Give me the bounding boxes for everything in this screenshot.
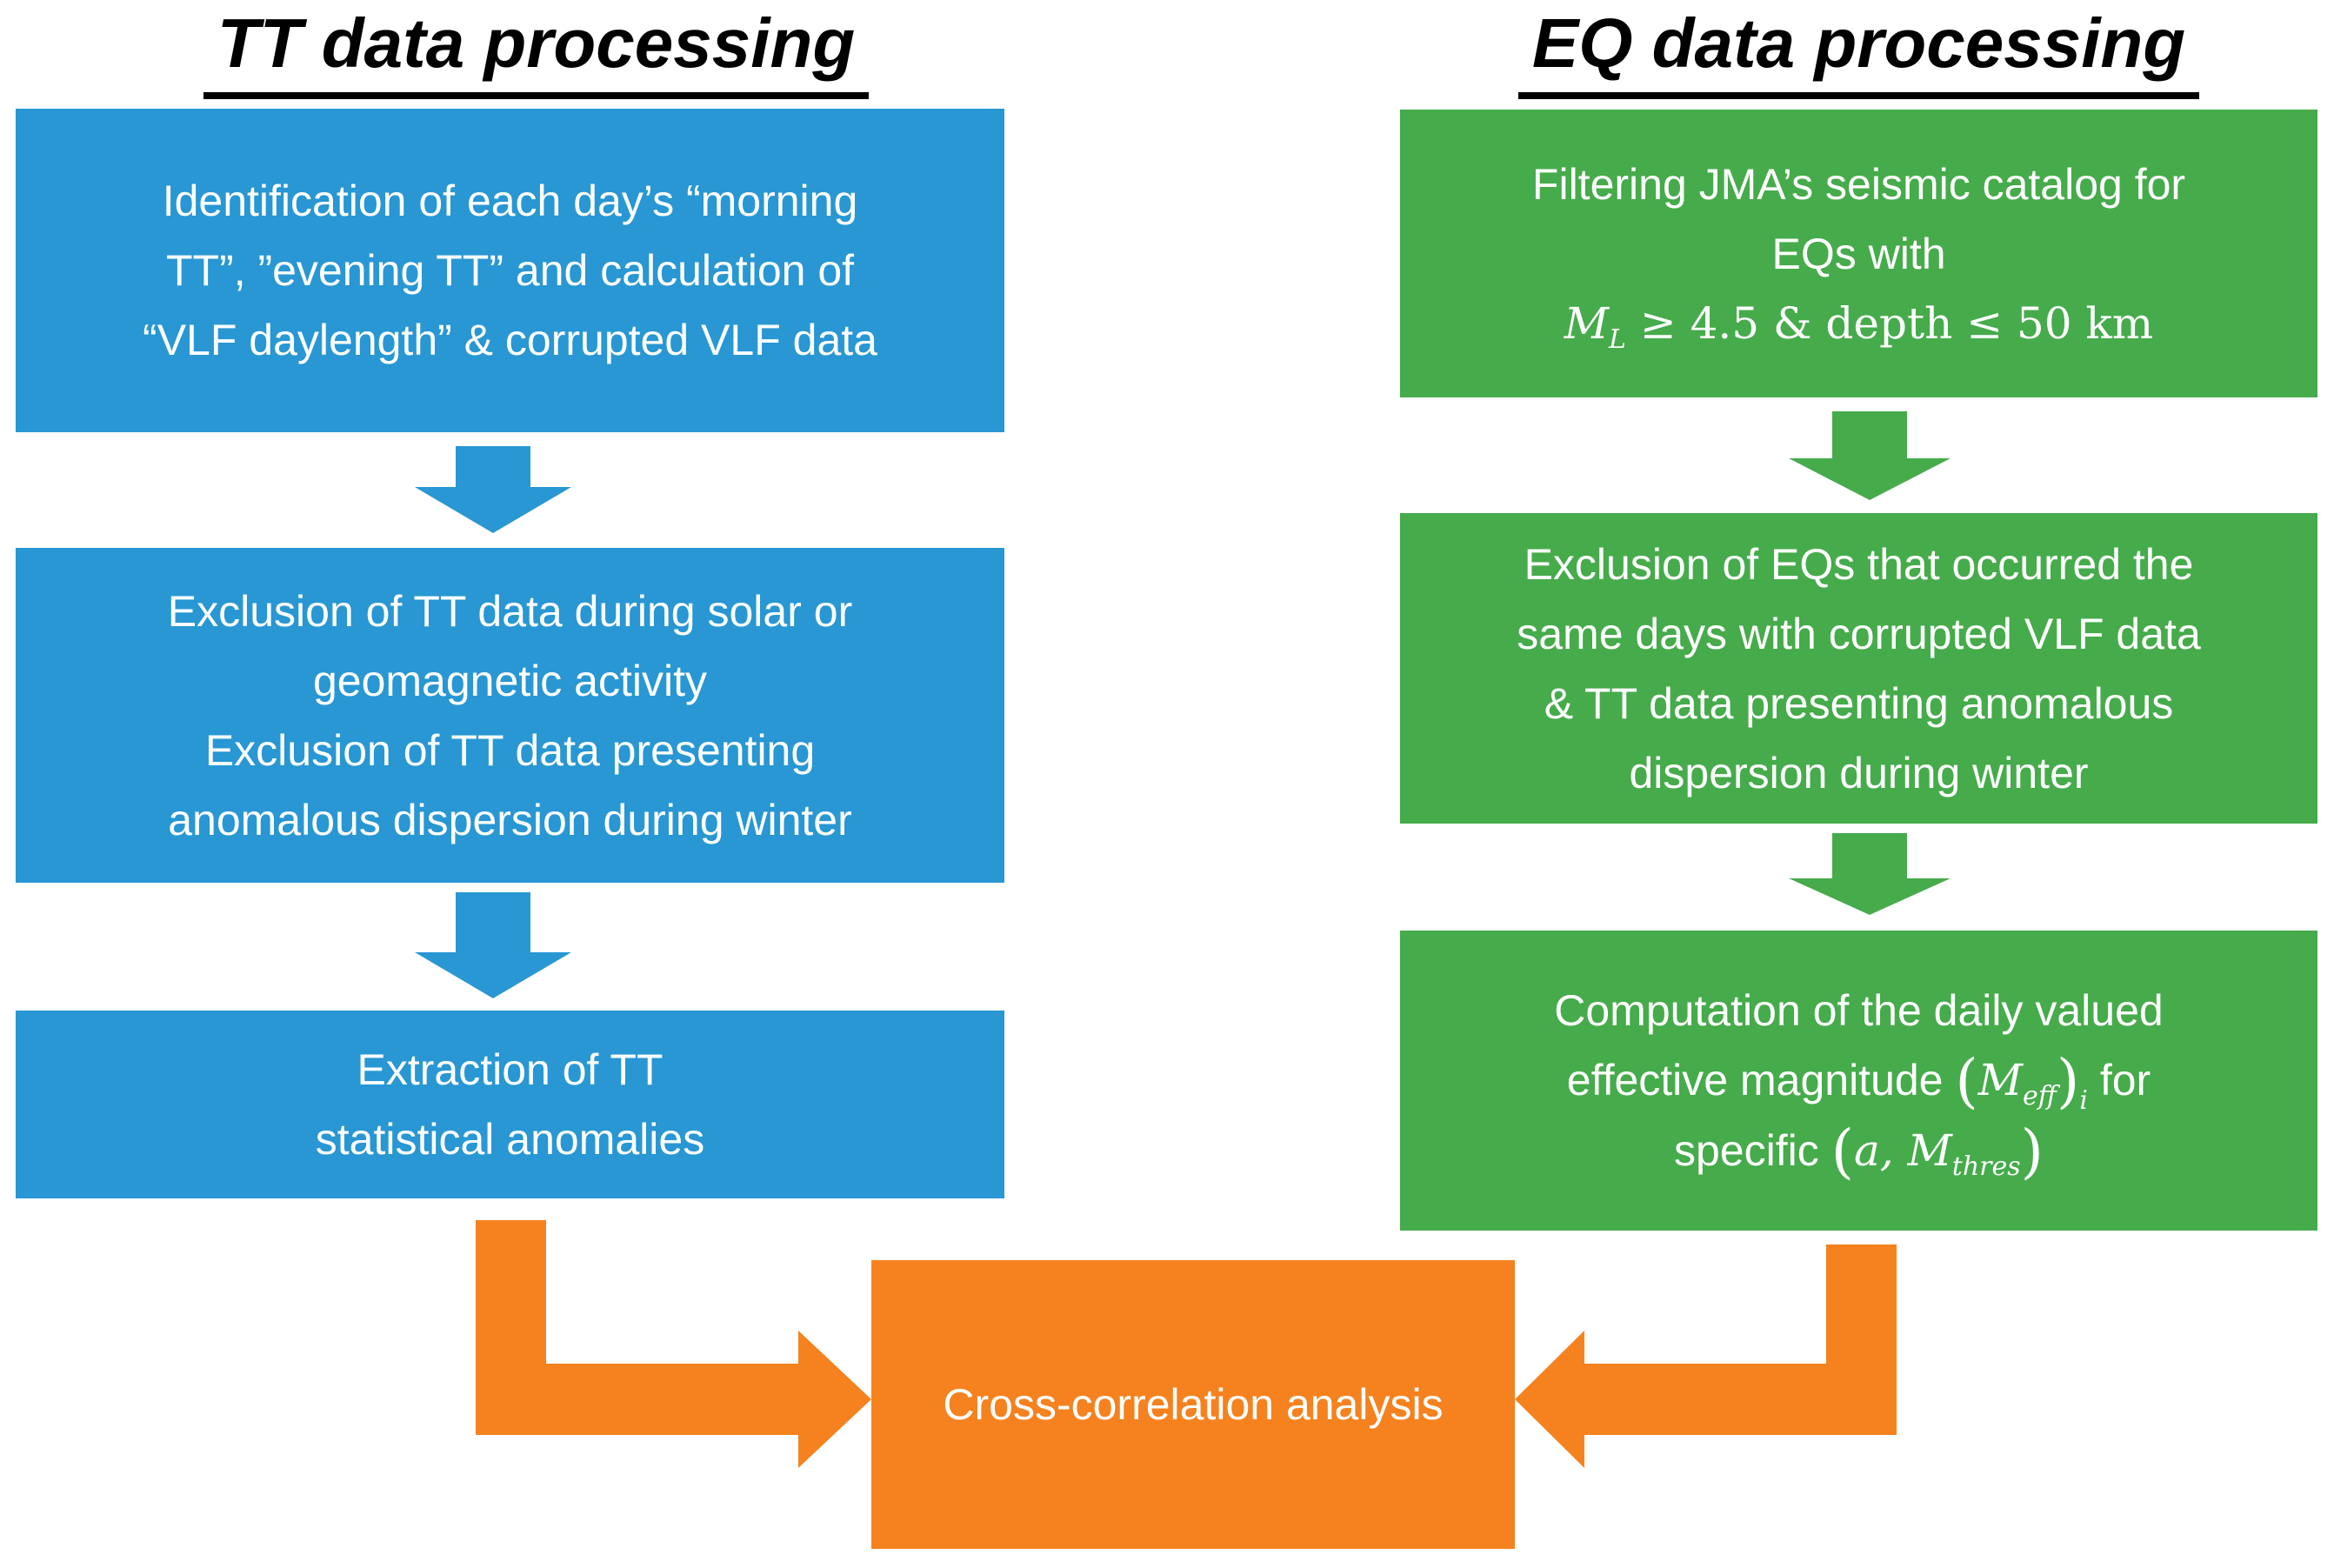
text-line: same days with corrupted VLF data [1517, 609, 2201, 658]
open-paren: ( [1955, 1045, 1978, 1115]
text-line: geomagnetic activity [312, 656, 707, 705]
text-line: Cross-correlation analysis [943, 1380, 1444, 1429]
text-segment: for [2099, 1055, 2151, 1104]
eq-down-arrow-2-icon [1789, 833, 1951, 915]
cross-correlation-box: Cross-correlation analysis [871, 1260, 1515, 1549]
tt-title-text: TT data processing [203, 3, 870, 99]
close-paren: ) [2056, 1045, 2080, 1115]
eq-column-title: EQ data processing [1400, 3, 2317, 99]
math-variable: a, [1853, 1124, 1894, 1176]
tt-box-exclusion: Exclusion of TT data during solar or geo… [16, 548, 1004, 883]
math-subscript: thres [1951, 1151, 2021, 1182]
text-segment: specific [1673, 1125, 1819, 1175]
text-line: Computation of the daily valued [1554, 985, 2164, 1035]
text-line: “VLF daylength” & corrupted VLF data [143, 316, 877, 364]
eq-box-filtering: Filtering JMA’s seismic catalog for EQs … [1400, 110, 2317, 397]
eq-elbow-arrow-icon [1515, 1244, 1897, 1468]
text-line: Exclusion of TT data presenting [204, 725, 816, 775]
tt-box-identification: Identification of each day’s “morning TT… [16, 109, 1004, 432]
text-line: anomalous dispersion during winter [168, 795, 852, 844]
text-line: & TT data presenting anomalous [1544, 678, 2174, 728]
text-line: TT”, ”evening TT” and calculation of [165, 246, 855, 295]
text-line: statistical anomalies [315, 1115, 705, 1164]
tt-box-extraction: Extraction of TT statistical anomalies [16, 1011, 1004, 1198]
text-line: Filtering JMA’s seismic catalog for [1531, 159, 2186, 209]
eq-down-arrow-1-icon [1789, 411, 1951, 500]
tt-down-arrow-2-icon [415, 892, 571, 998]
close-paren: ) [2020, 1116, 2044, 1185]
parameters-formula: (a, Mthres) [1831, 1116, 2044, 1184]
text-segment: effective magnitude [1566, 1055, 1944, 1104]
eq-box-computation: Computation of the daily valued effectiv… [1400, 931, 2317, 1231]
text-line: EQs with [1771, 229, 1946, 278]
tt-elbow-arrow-icon [476, 1220, 871, 1468]
tt-column-title: TT data processing [42, 3, 1030, 99]
outer-subscript: i [2079, 1085, 2088, 1117]
text-line: Identification of each day’s “morning [162, 177, 858, 225]
math-condition: ≥ 4.5 & depth ≤ 50 km [1639, 297, 2154, 349]
text-line: dispersion during winter [1629, 748, 2089, 797]
math-variable: M [1564, 297, 1609, 349]
open-paren: ( [1831, 1116, 1854, 1185]
eq-box-exclusion: Exclusion of EQs that occurred the same … [1400, 513, 2317, 824]
text-line-with-formula: effective magnitude (Meff)i for [1567, 1045, 2151, 1116]
text-line: Extraction of TT [357, 1045, 664, 1094]
math-variable: M [1907, 1124, 1952, 1176]
math-subscript: L [1608, 324, 1626, 355]
magnitude-depth-formula: ML ≥ 4.5 & depth ≤ 50 km [1564, 289, 2153, 358]
math-subscript: eff [2022, 1080, 2057, 1111]
math-variable: M [1977, 1054, 2023, 1105]
eq-title-text: EQ data processing [1517, 3, 2200, 99]
meff-formula: (Meff)i [1955, 1046, 2088, 1115]
text-line: Exclusion of EQs that occurred the [1524, 539, 2194, 589]
tt-down-arrow-1-icon [415, 446, 571, 533]
text-line: Exclusion of TT data during solar or [167, 586, 853, 636]
text-line-with-formula: specific (a, Mthres) [1674, 1116, 2044, 1186]
